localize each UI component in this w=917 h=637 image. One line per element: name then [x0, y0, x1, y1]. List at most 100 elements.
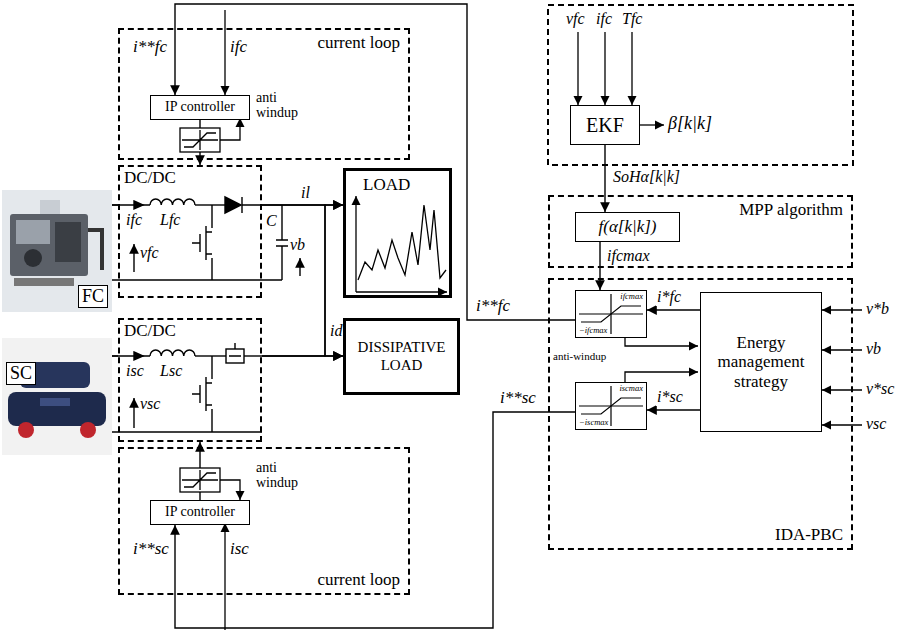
signal-label: ifc: [230, 38, 247, 57]
supercapacitor-picture: [80, 422, 96, 438]
signal-label: vsc: [140, 395, 160, 413]
signal-label: Lsc: [160, 362, 182, 380]
converter-region: DC/DC: [118, 318, 262, 442]
fuel-cell-picture: [2, 190, 112, 312]
controller-box: IP controller: [150, 95, 250, 120]
current-loop-wiring: [220, 480, 240, 500]
node-text: current loop: [317, 33, 400, 53]
signal-connector: [647, 309, 700, 310]
fuel-cell-photo: FC: [2, 190, 112, 312]
signal-label: ifc: [596, 10, 612, 28]
reference-inputs: [822, 389, 862, 390]
node-text: Energy management strategy: [707, 333, 815, 392]
signal-connector: [599, 242, 600, 290]
supercap-photo: SC: [2, 338, 112, 455]
ekf-region: [577, 32, 578, 105]
supercapacitor-picture: [2, 338, 112, 455]
fc-converter-circuit: [112, 197, 300, 280]
current-loop-wiring: [182, 470, 218, 490]
ekf-region: [548, 5, 853, 165]
saturation-box: ifcmax −ifcmax: [575, 290, 647, 338]
node-text: −ifcmax: [579, 326, 607, 336]
node-text: −iscmax: [579, 418, 608, 428]
signal-label: i**sc: [500, 389, 536, 408]
signal-label: v*sc: [866, 380, 894, 398]
signal-label: vsc: [866, 415, 886, 433]
sc-converter-circuit: [244, 355, 262, 356]
supercapacitor-picture: [2, 338, 112, 455]
connector-label: ifcmax: [606, 247, 651, 265]
node-text: EKF: [586, 114, 624, 137]
fc-converter-circuit: [225, 197, 241, 213]
signal-label: Tfc: [622, 10, 642, 28]
node-text: DISSIPATIVE LOAD: [352, 339, 451, 374]
signal-label: anti windup: [256, 460, 314, 491]
sc-converter-circuit: [134, 352, 143, 360]
node-text: ifcmax: [620, 292, 643, 302]
node-text: IP controller: [165, 504, 235, 520]
saturation-curves: [581, 398, 641, 414]
reference-inputs: [822, 424, 862, 425]
signal-label: i**fc: [133, 38, 167, 57]
fuel-cell-picture: [24, 249, 42, 267]
ekf-region: [548, 5, 853, 165]
current-loop-wiring: [180, 128, 220, 152]
connector-label: i*sc: [656, 388, 684, 406]
anti-windup-feedback: [625, 338, 698, 382]
fc-converter-circuit: [195, 204, 225, 205]
signal-connector: [175, 4, 575, 320]
signal-label: vfc: [566, 10, 585, 28]
load-profile: [356, 291, 447, 292]
node-text: current loop: [317, 570, 400, 590]
signal-label: isc: [230, 540, 249, 559]
ekf-region: [631, 32, 632, 105]
signal-label: β[k|k]: [668, 114, 712, 134]
signal-label: ifc: [126, 211, 142, 229]
node-text: f(α[k|k]): [599, 217, 657, 237]
current-loop-wiring: [182, 130, 218, 150]
signal-label: vb: [290, 236, 305, 254]
fuel-cell-picture: [55, 222, 81, 262]
fc-converter-circuit: [112, 279, 282, 280]
node-text: LOAD: [363, 175, 410, 195]
connector-label: SoHα[k|k]: [612, 168, 681, 186]
load-box: LOAD: [343, 168, 452, 298]
fuel-cell-picture: [10, 214, 88, 276]
controller-region: Energy management strategyifcmax−ifcmaxi…: [548, 278, 853, 550]
fc-converter-circuit: [276, 205, 288, 280]
supercapacitor-picture: [18, 422, 34, 438]
fc-converter-circuit: [150, 199, 195, 205]
controller-box: IP controller: [150, 500, 250, 525]
current-loop-wiring: [220, 118, 240, 140]
signal-label: i**fc: [476, 297, 510, 316]
converter-region: DC/DC: [118, 165, 262, 298]
signal-label: isc: [126, 362, 144, 380]
saturation-curves: [581, 306, 641, 322]
sc-converter-circuit: [112, 343, 262, 432]
signal-connector: [604, 145, 605, 212]
fuel-cell-picture: [88, 230, 102, 270]
anti-windup-feedback: [625, 372, 698, 382]
sc-converter-circuit: [195, 355, 226, 356]
load-profile: [355, 196, 356, 292]
signal-label: anti-windup: [553, 350, 606, 362]
fc-converter-circuit: [134, 201, 143, 209]
sc-converter-circuit: [112, 431, 262, 432]
supercapacitor-picture: [40, 398, 70, 406]
signal-label: C: [266, 212, 277, 230]
connector-label: il: [300, 184, 311, 202]
sc-converter-circuit: [150, 350, 195, 356]
function-box: f(α[k|k]): [575, 212, 680, 242]
signal-label: vfc: [140, 244, 159, 262]
node-text: DC/DC: [124, 168, 176, 188]
current-loop-wiring: [224, 523, 225, 630]
ekf-box: EKF: [570, 105, 640, 145]
signal-connector: [647, 409, 700, 410]
node-text: IP controller: [165, 99, 235, 115]
fuel-cell-picture: [14, 278, 74, 286]
fuel-cell-picture: [40, 200, 60, 214]
signal-label: Lfc: [160, 211, 180, 229]
fc-converter-circuit: [133, 244, 134, 272]
signal-connector: [262, 355, 343, 356]
